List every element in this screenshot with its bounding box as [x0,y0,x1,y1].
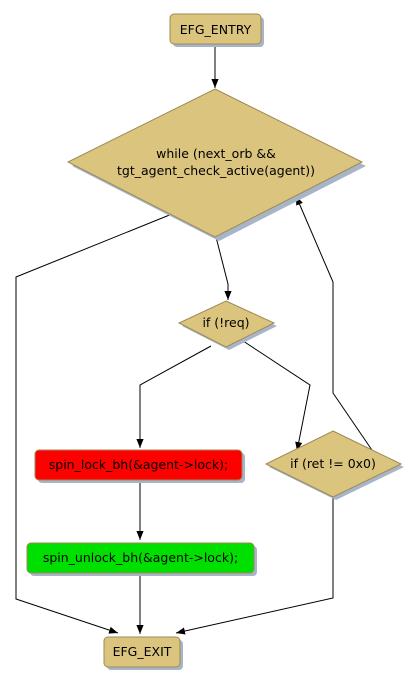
edge-if-ret-back-to-while [295,195,377,457]
edge-while-to-if-req [215,236,232,300]
if-ret-label: if (ret != 0x0) [290,456,376,471]
unlock-node: spin_unlock_bh(&agent->lock); [26,542,257,576]
entry-label: EFG_ENTRY [180,22,252,37]
edge-while-to-exit [15,213,173,634]
entry-node: EFG_ENTRY [169,13,264,47]
exit-label: EFG_EXIT [113,644,172,659]
if-ret-node: if (ret != 0x0) [264,430,404,500]
while-label-line2: tgt_agent_check_active(agent)) [117,163,315,178]
edges [15,46,377,635]
lock-label: spin_lock_bh(&agent->lock); [49,457,228,472]
exit-node: EFG_EXIT [103,636,183,670]
if-req-label: if (!req) [202,315,249,330]
if-req-node: if (!req) [177,300,277,350]
while-node: while (next_orb && tgt_agent_check_activ… [66,88,366,241]
edge-if-ret-to-exit [175,497,334,635]
lock-node: spin_lock_bh(&agent->lock); [34,449,245,483]
unlock-label: spin_unlock_bh(&agent->lock); [43,550,238,565]
while-label-line1: while (next_orb && [156,146,276,161]
edge-if-req-to-if-ret [236,336,311,452]
edge-if-req-to-lock [136,345,212,448]
